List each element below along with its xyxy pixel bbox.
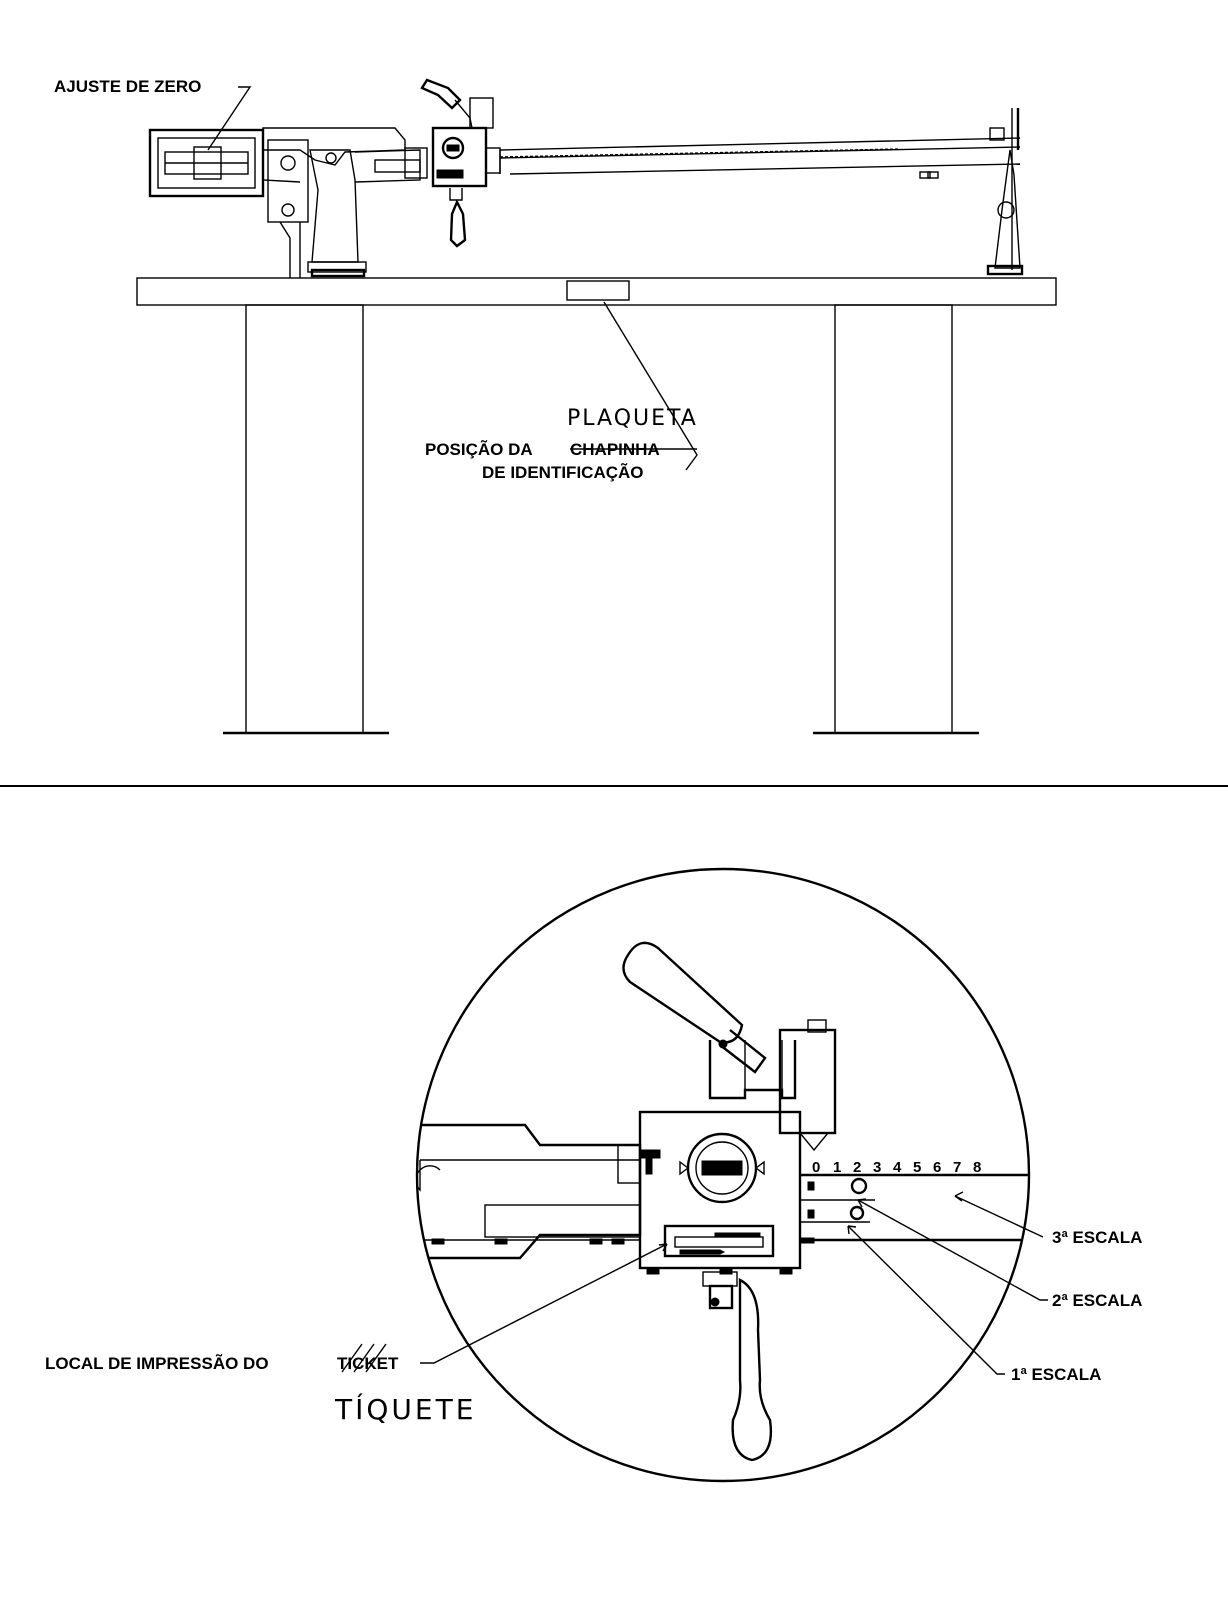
tick-7: 7	[953, 1159, 961, 1176]
scale-tick-labels: 0 1 2 3 4 5 6 7 8	[812, 1159, 981, 1176]
tick-1: 1	[833, 1159, 841, 1176]
side-elevation-view: AJUSTE DE ZERO POSIÇÃO DA CHAPINHA DE ID…	[54, 77, 1057, 735]
scale-1-leader	[847, 1225, 1005, 1375]
table-leg-left	[245, 304, 364, 734]
ticket-print-slot	[663, 1224, 775, 1258]
scale-3-label: 3ª ESCALA	[1052, 1228, 1142, 1247]
zero-adjust-leader	[207, 86, 252, 151]
identification-plate	[566, 280, 630, 301]
tick-6: 6	[933, 1159, 941, 1176]
strikethrough-ticket	[341, 1343, 387, 1373]
tick-4: 4	[893, 1159, 902, 1176]
ticket-leader	[420, 1243, 668, 1364]
beam-pivot-assembly	[262, 127, 428, 278]
plate-position-label-line2: DE IDENTIFICAÇÃO	[482, 462, 644, 482]
zero-adjust-counterweight	[148, 128, 265, 198]
ticket-label-struck: TICKET	[337, 1354, 399, 1373]
scale-3-leader	[954, 1195, 1044, 1238]
handwritten-plaqueta: PLAQUETA	[567, 406, 698, 431]
beam-end-stand	[986, 108, 1024, 276]
scale-2-label: 2ª ESCALA	[1052, 1291, 1142, 1310]
tick-8: 8	[973, 1159, 981, 1176]
upper-handle	[622, 941, 744, 1044]
poise-printing-head	[420, 78, 501, 248]
tick-0: 0	[812, 1159, 820, 1176]
tick-3: 3	[873, 1159, 881, 1176]
ticket-label-prefix: LOCAL DE IMPRESSÃO DO	[45, 1353, 269, 1373]
scale-1-label: 1ª ESCALA	[1011, 1365, 1101, 1384]
graduated-beam	[499, 137, 1021, 179]
table-leg-right	[834, 304, 953, 734]
plate-position-label-prefix: POSIÇÃO DA	[425, 439, 533, 459]
tick-5: 5	[913, 1159, 921, 1176]
lower-handle	[731, 1278, 773, 1462]
handwritten-tiquete: TÍQUETE	[334, 1392, 476, 1426]
plate-position-leader	[603, 301, 698, 471]
printing-head-detail-view: 0 1 2 3 4 5 6 7 8	[45, 867, 1142, 1483]
tick-2: 2	[853, 1159, 861, 1176]
scale-2-leader	[857, 1199, 1048, 1301]
zero-adjust-label: AJUSTE DE ZERO	[54, 77, 201, 96]
